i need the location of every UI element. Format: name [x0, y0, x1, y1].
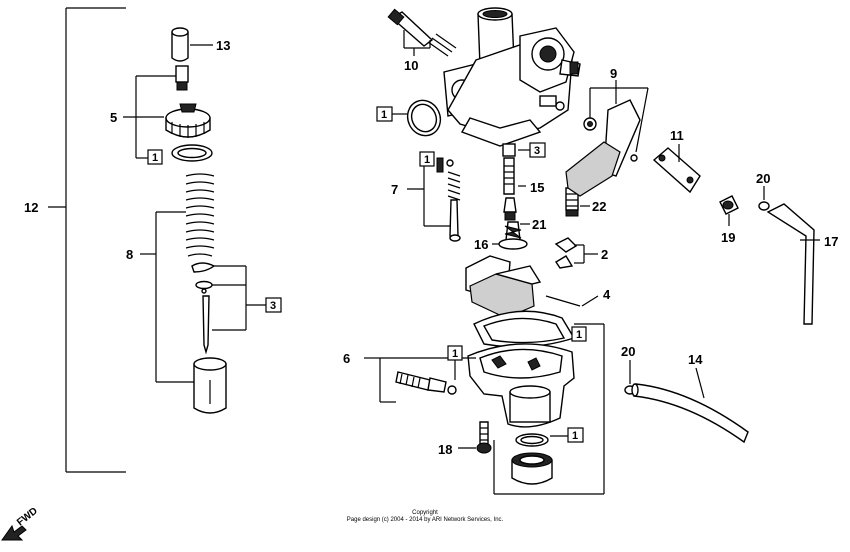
- callout-21: 21: [532, 217, 546, 232]
- callout-17: 17: [824, 234, 838, 249]
- part-21-main-jet: 21: [503, 197, 546, 232]
- part-needle-clip: 3: [191, 262, 282, 331]
- fwd-label: FWD: [15, 506, 40, 529]
- callout-box-1-intake: [376, 106, 393, 122]
- part-4-float: 4: [465, 255, 611, 319]
- part-7-pilot-screw: 1 7: [391, 151, 461, 242]
- part-bowl-drain-washer: 1: [447, 345, 463, 380]
- callout-7: 7: [391, 182, 398, 197]
- part-10-throttle-stop-screw: 10: [387, 8, 457, 73]
- part-o-ring-intake: 1: [376, 99, 442, 137]
- part-13-cable-cap: 13: [171, 27, 230, 62]
- copyright-line-2: Page design (c) 2004 - 2014 by ARI Netwo…: [347, 517, 504, 523]
- callout-6: 6: [343, 351, 350, 366]
- callout-1-drain: 1: [452, 348, 458, 360]
- callout-16: 16: [474, 237, 488, 252]
- group-12-bracket: 12: [24, 7, 126, 473]
- bracket-5-group: [135, 75, 176, 159]
- callout-13: 13: [216, 38, 230, 53]
- callout-12: 12: [24, 200, 38, 215]
- fwd-arrow-icon: FWD: [1, 506, 40, 541]
- part-16-jet-holder: 16: [474, 221, 528, 252]
- callout-1-left: 1: [152, 152, 158, 164]
- callout-9: 9: [610, 66, 617, 81]
- callout-1-o-ring: 1: [572, 430, 578, 442]
- callout-1-pilot: 1: [424, 154, 430, 166]
- callout-1-intake: 1: [381, 109, 387, 121]
- part-6-float-bowl: 1 6: [343, 310, 605, 495]
- callout-box-1-left: [147, 149, 163, 165]
- callout-2: 2: [601, 247, 608, 262]
- part-18-bowl-screw: 18: [438, 421, 492, 457]
- part-bowl-plug: [511, 452, 553, 485]
- part-adjuster-nut: [175, 65, 189, 91]
- callout-14: 14: [688, 352, 703, 367]
- part-throttle-valve: [193, 357, 227, 414]
- part-9-choke-lever: 9: [565, 66, 649, 197]
- part-11-choke-arm: 11: [652, 128, 701, 194]
- part-bowl-o-ring: 1: [515, 427, 584, 447]
- callout-10: 10: [404, 58, 418, 73]
- callout-box-1-o-ring: [567, 427, 584, 443]
- part-20-hose-clip-upper: 20: [756, 171, 770, 211]
- callout-3-left: 3: [270, 300, 276, 312]
- callout-box-1-bowl-gasket: [571, 326, 587, 342]
- callout-18: 18: [438, 442, 452, 457]
- part-throttle-spring: [185, 173, 215, 257]
- part-gasket-left: 1: [147, 144, 213, 165]
- callout-5: 5: [110, 110, 117, 125]
- callout-4: 4: [603, 287, 611, 302]
- bracket-8-group: 8: [126, 211, 194, 383]
- part-22-drain-screw: 22: [565, 187, 606, 217]
- part-carburetor-body: [443, 7, 581, 147]
- callout-3-jet: 3: [534, 145, 540, 157]
- callout-8: 8: [126, 247, 133, 262]
- copyright-line-1: Copyright: [412, 510, 438, 516]
- callout-box-1-pilot: [419, 151, 435, 167]
- callout-15: 15: [530, 180, 544, 195]
- callout-22: 22: [592, 199, 606, 214]
- callout-20-lower: 20: [621, 344, 635, 359]
- callout-box-3-jet: [529, 142, 546, 158]
- part-17-vent-tube: 17: [766, 203, 838, 325]
- part-5-top-cap: 5: [110, 103, 211, 138]
- callout-19: 19: [721, 230, 735, 245]
- callout-20-upper: 20: [756, 171, 770, 186]
- part-jet-needle: [202, 295, 210, 355]
- part-19-screw: 19: [719, 195, 739, 245]
- callout-11: 11: [670, 128, 684, 143]
- part-15-needle-jet-holder: 3 15: [502, 142, 546, 195]
- callout-box-3-left: [265, 297, 282, 313]
- part-2-float-pin-clip: 2: [554, 237, 608, 269]
- callout-1-bowl-gasket: 1: [576, 329, 582, 341]
- part-14-overflow-tube: 14: [631, 352, 749, 444]
